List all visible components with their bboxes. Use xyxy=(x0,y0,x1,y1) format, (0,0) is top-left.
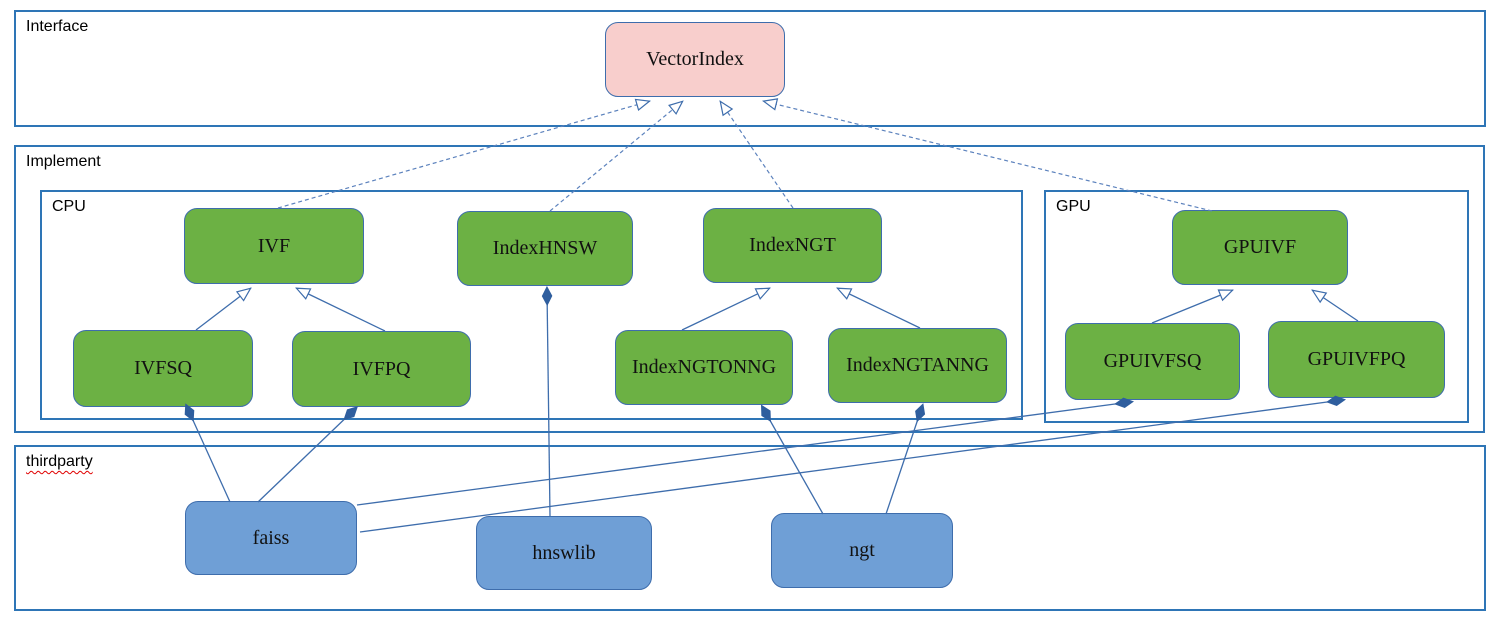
node-ivfsq[interactable]: IVFSQ xyxy=(73,330,253,407)
node-ngt-label: ngt xyxy=(849,539,875,561)
node-faiss[interactable]: faiss xyxy=(185,501,357,575)
node-ivfpq[interactable]: IVFPQ xyxy=(292,331,471,407)
node-gpuivfsq[interactable]: GPUIVFSQ xyxy=(1065,323,1240,400)
node-gpuivf[interactable]: GPUIVF xyxy=(1172,210,1348,285)
node-indexngtonng-label: IndexNGTONNG xyxy=(631,356,777,378)
node-ngt[interactable]: ngt xyxy=(771,513,953,588)
node-indexngtonng[interactable]: IndexNGTONNG xyxy=(615,330,793,405)
node-gpuivfpq[interactable]: GPUIVFPQ xyxy=(1268,321,1445,398)
node-hnswlib-label: hnswlib xyxy=(532,541,596,564)
node-indexngt-label: IndexNGT xyxy=(749,234,836,256)
container-interface-label: Interface xyxy=(26,18,89,35)
container-implement-label: Implement xyxy=(26,153,101,170)
container-thirdparty-label: thirdparty xyxy=(26,453,93,470)
node-gpuivfsq-label: GPUIVFSQ xyxy=(1103,350,1202,372)
node-faiss-label: faiss xyxy=(252,526,290,549)
node-indexngtanng-label: IndexNGTANNG xyxy=(846,354,989,376)
node-ivfsq-label: IVFSQ xyxy=(134,357,192,379)
node-indexhnsw-label: IndexHNSW xyxy=(492,237,598,259)
node-ivf[interactable]: IVF xyxy=(184,208,364,284)
node-ivfpq-label: IVFPQ xyxy=(352,357,411,380)
node-vectorindex[interactable]: VectorIndex xyxy=(605,22,785,97)
node-indexngtanng[interactable]: IndexNGTANNG xyxy=(828,328,1007,403)
node-gpuivfpq-label: GPUIVFPQ xyxy=(1307,348,1406,370)
node-hnswlib[interactable]: hnswlib xyxy=(476,516,652,590)
node-vectorindex-label: VectorIndex xyxy=(646,48,744,70)
node-indexhnsw[interactable]: IndexHNSW xyxy=(457,211,633,286)
node-ivf-label: IVF xyxy=(257,234,291,257)
node-gpuivf-label: GPUIVF xyxy=(1223,236,1297,258)
container-cpu-label: CPU xyxy=(52,198,86,215)
node-indexngt[interactable]: IndexNGT xyxy=(703,208,882,283)
